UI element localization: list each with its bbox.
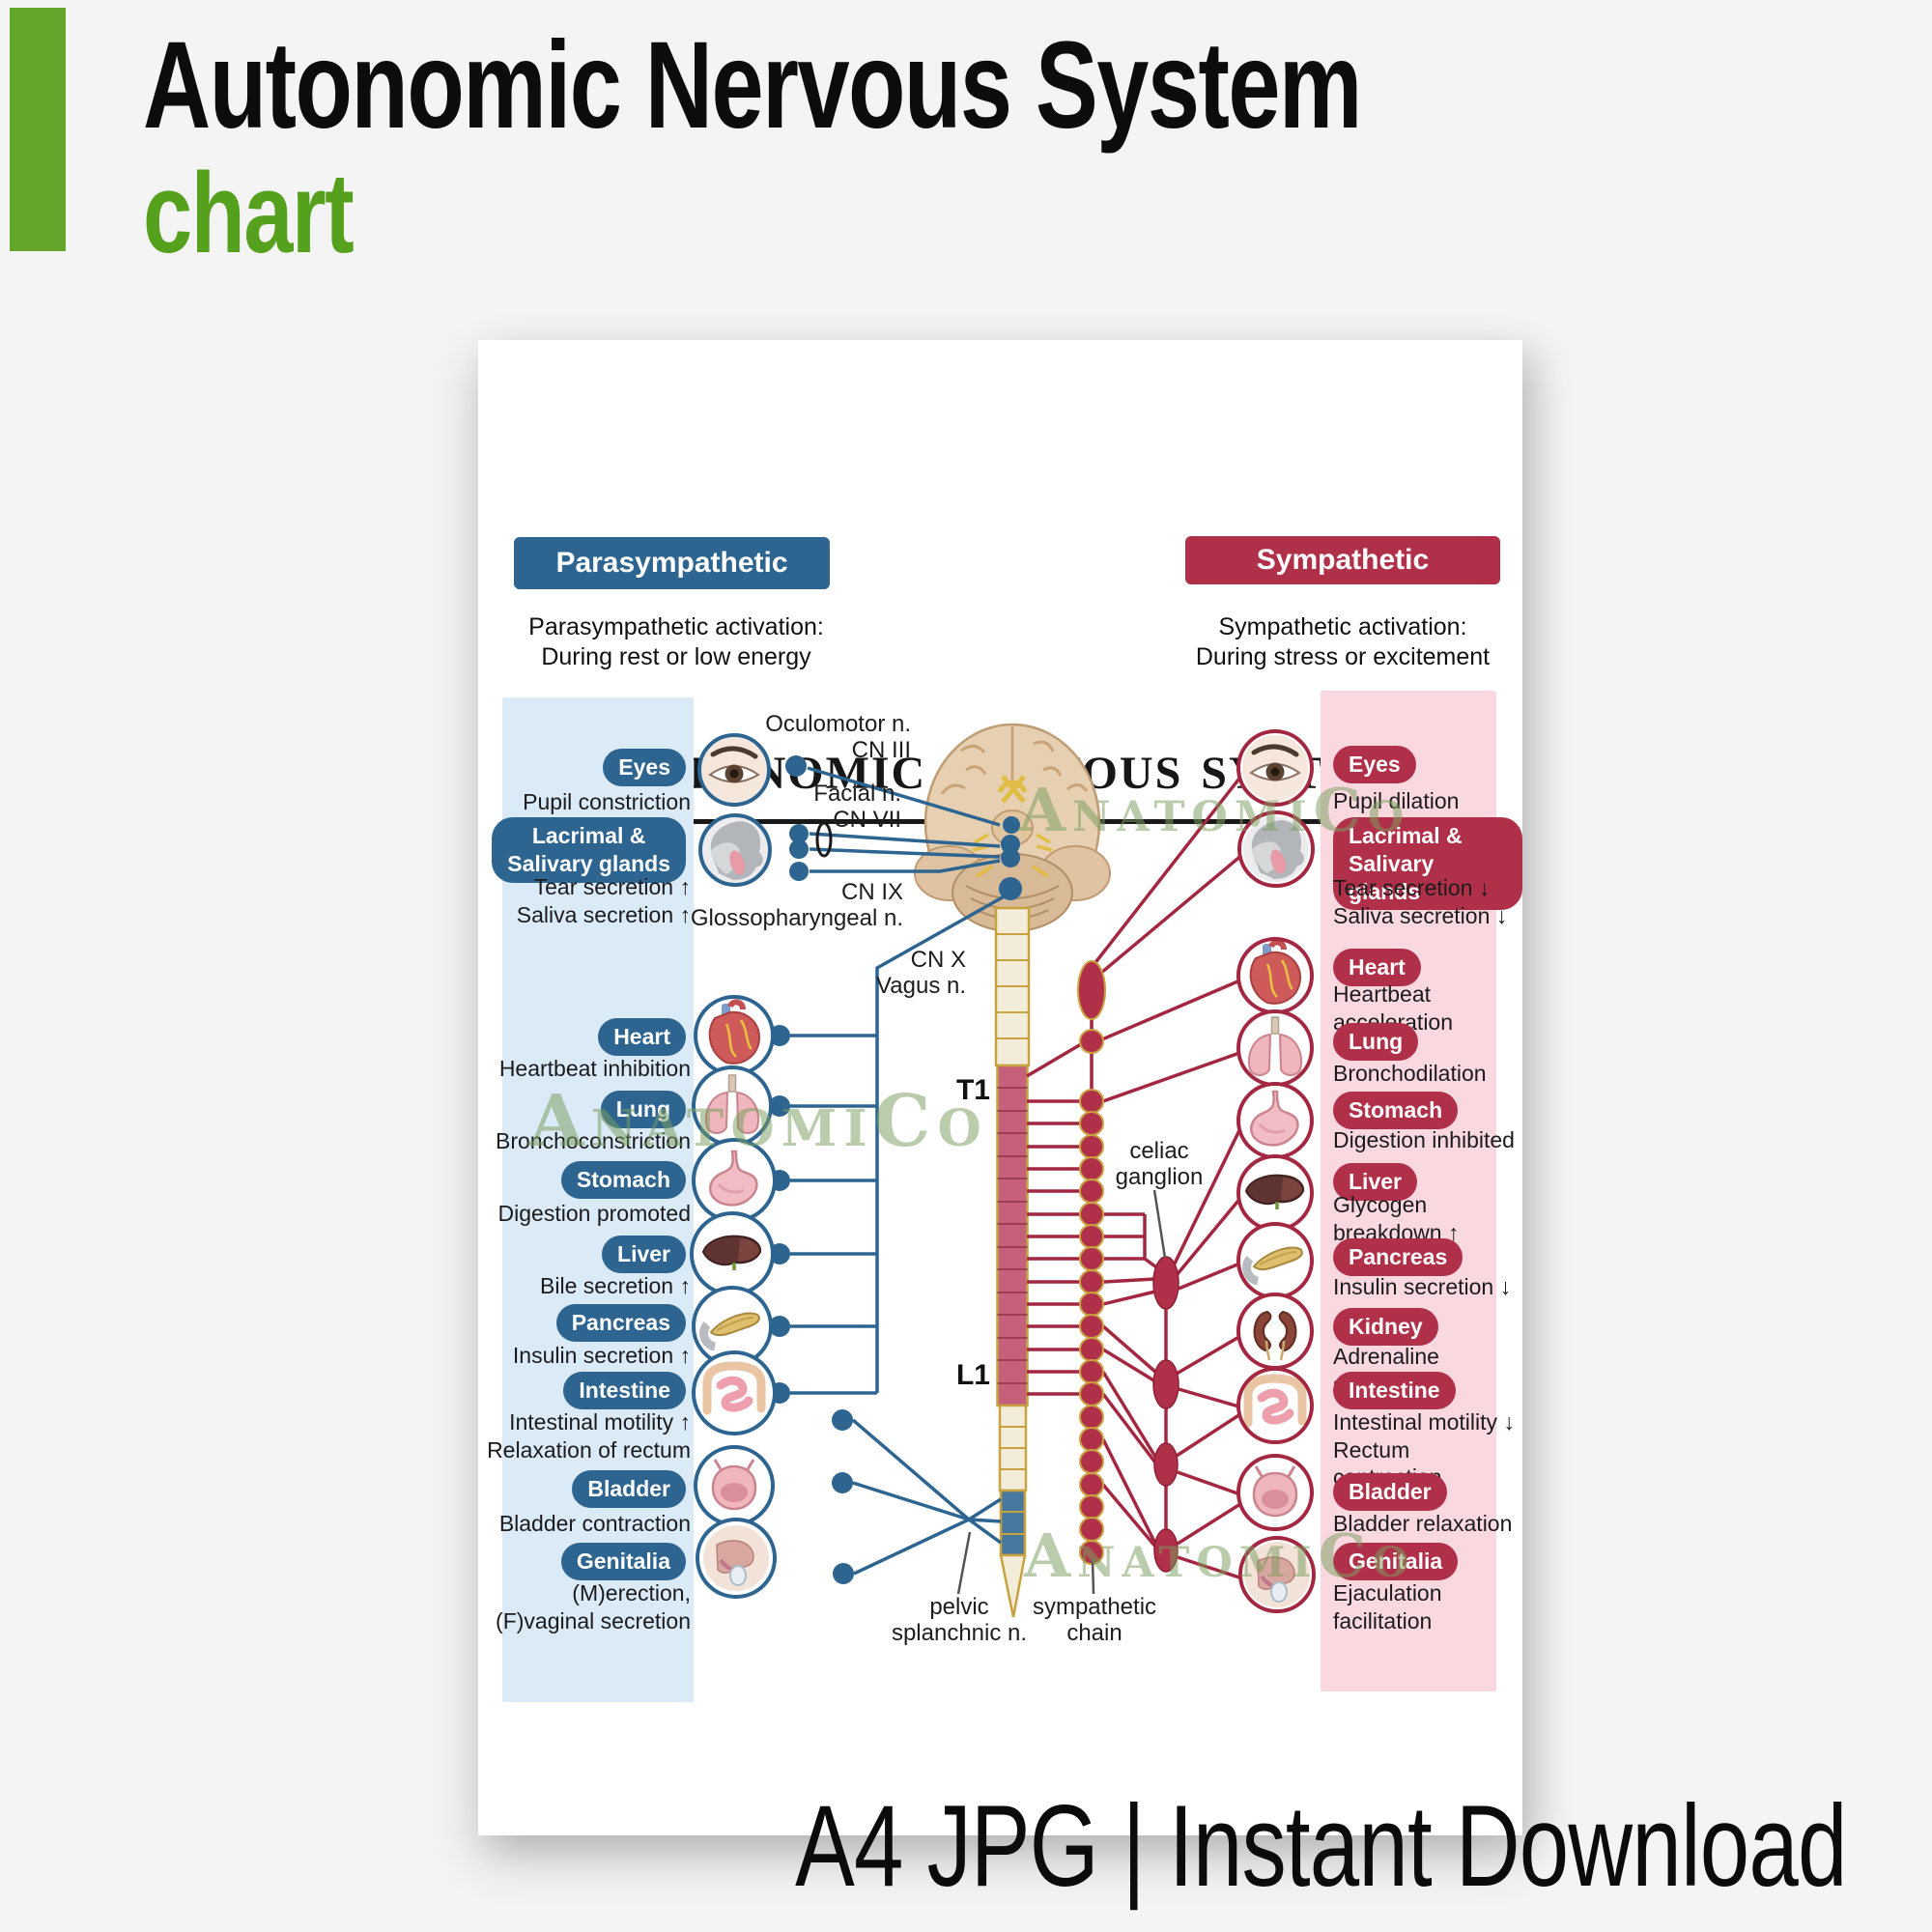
genitalia-icon	[1238, 1536, 1316, 1613]
organ-effect: Bladder relaxation	[1333, 1511, 1513, 1536]
prevertebral-ganglia-icon	[1152, 1256, 1179, 1573]
organ-badge-genitalia: Genitalia	[560, 1543, 686, 1580]
intestine-icon	[1236, 1367, 1314, 1444]
parasympathetic-activation-text: Parasympathetic activation: During rest …	[528, 613, 824, 670]
organ-badge-lacrimal: Lacrimal & Salivary glands	[1333, 817, 1522, 911]
watermark: AnatomiCo	[1019, 775, 1411, 845]
organ-badge-genitalia: Genitalia	[1333, 1543, 1459, 1580]
watermark: AnatomiCo	[528, 1080, 988, 1163]
organ-effect: (M)erection, (F)vaginal secretion	[496, 1580, 691, 1634]
stomach-icon	[1236, 1082, 1314, 1159]
organ-effect: Tear secretion ↑ Saliva secretion ↑	[516, 874, 691, 927]
sympathetic-header: Sympathetic	[1185, 536, 1500, 584]
organ-effect: Intestinal motility ↑ Relaxation of rect…	[487, 1409, 691, 1463]
organ-badge-eyes: Eyes	[603, 749, 686, 786]
pelvic-splanchnic-label: pelvic splanchnic n.	[891, 1594, 1028, 1647]
bladder-icon	[694, 1445, 775, 1526]
sympathetic-nerve-lines	[1026, 773, 1245, 1580]
organ-badge-lung: Lung	[600, 1091, 686, 1128]
footer-caption: A4 JPG | Instant Download	[795, 1781, 1848, 1911]
organ-badge-stomach: Stomach	[560, 1161, 686, 1199]
organ-badge-kidney: Kidney	[1333, 1308, 1438, 1346]
organ-effect: Tear secretion ↓ Saliva secretion ↓	[1333, 875, 1508, 928]
organ-effect: Ejaculation facilitation	[1333, 1580, 1442, 1634]
organ-effect: Pupil constriction	[523, 789, 691, 814]
kidney-icon	[1236, 1293, 1314, 1370]
ciliary-ganglion-symbol	[815, 821, 833, 858]
face-glands-icon	[698, 813, 772, 887]
liver-icon	[1236, 1154, 1314, 1232]
heart-icon	[1236, 937, 1314, 1014]
vagus-nerve-label: CN X Vagus n.	[876, 947, 966, 1000]
glossopharyngeal-nerve-label: CN IX Glossopharyngeal n.	[690, 879, 903, 932]
organ-effect: Insulin secretion ↑	[512, 1343, 691, 1368]
genitalia-icon	[696, 1518, 777, 1599]
organ-badge-lung: Lung	[1333, 1023, 1419, 1061]
liver-icon	[690, 1211, 775, 1296]
organ-effect: Pupil dilation	[1333, 788, 1460, 813]
sympathetic-activation-text: Sympathetic activation: During stress or…	[1195, 613, 1491, 670]
organ-badge-bladder: Bladder	[1333, 1473, 1447, 1511]
parasympathetic-header: Parasympathetic	[514, 537, 830, 589]
organ-badge-pancreas: Pancreas	[555, 1304, 686, 1342]
organ-effect: Bile secretion ↑	[540, 1273, 691, 1298]
organ-badge-eyes: Eyes	[1333, 746, 1416, 783]
organ-badge-pancreas: Pancreas	[1333, 1238, 1463, 1276]
intestine-icon	[692, 1350, 777, 1435]
page-title: Autonomic Nervous System	[143, 16, 1362, 155]
organ-badge-intestine: Intestine	[1333, 1372, 1456, 1409]
organ-effect: Bronchoconstriction	[496, 1128, 691, 1153]
organ-badge-heart: Heart	[598, 1018, 686, 1056]
parasympathetic-nodes	[769, 755, 1022, 1584]
organ-badge-bladder: Bladder	[572, 1470, 686, 1508]
organ-badge-lacrimal: Lacrimal & Salivary glands	[492, 817, 686, 883]
organ-effect: Digestion promoted	[497, 1201, 691, 1226]
organ-effect: Insulin secretion ↓	[1333, 1274, 1512, 1299]
bladder-icon	[1236, 1454, 1314, 1531]
organ-badge-stomach: Stomach	[1333, 1092, 1459, 1129]
lungs-icon	[1236, 1009, 1314, 1087]
organ-effect: Digestion inhibited	[1333, 1127, 1515, 1152]
organ-badge-liver: Liver	[602, 1236, 686, 1273]
pancreas-icon	[1236, 1222, 1314, 1299]
ans-diagram	[690, 723, 1316, 1618]
label-pointers	[956, 1189, 1167, 1595]
organ-effect: Bronchodilation	[1333, 1061, 1487, 1086]
accent-bar	[10, 8, 66, 251]
facial-nerve-label: Facial n. CN VII	[813, 781, 901, 834]
eye-icon	[1236, 729, 1314, 807]
parasympathetic-nerve-lines	[790, 766, 1009, 1576]
organ-effect: Heartbeat inhibition	[498, 1056, 691, 1081]
face-glands-icon	[1237, 810, 1315, 888]
sympathetic-organ-circles	[1236, 729, 1316, 1613]
watermark: AnatomiCo	[1024, 1520, 1416, 1591]
spine-level-l1: L1	[955, 1359, 990, 1391]
celiac-ganglion-label: celiac ganglion	[1115, 1138, 1204, 1191]
organ-effect: Heartbeat acceleration	[1333, 981, 1454, 1035]
heart-icon	[694, 995, 775, 1076]
organ-badge-heart: Heart	[1333, 949, 1421, 986]
eye-icon	[697, 733, 771, 807]
organ-badge-intestine: Intestine	[563, 1372, 686, 1409]
poster: Autonomic nervous system Parasympathetic…	[478, 340, 1522, 1835]
spine-level-t1: T1	[955, 1074, 990, 1106]
oculomotor-nerve-label: Oculomotor n. CN III	[765, 711, 911, 764]
spinal-cord-icon	[994, 906, 1031, 1618]
page-subtitle: chart	[143, 150, 355, 277]
organ-effect: Bladder contraction	[498, 1511, 691, 1536]
sympathetic-chain-label: sympathetic chain	[1032, 1594, 1157, 1647]
parasympathetic-organ-circles	[690, 733, 777, 1599]
sympathetic-chain-icon	[1077, 960, 1106, 1565]
organ-badge-liver: Liver	[1333, 1163, 1417, 1201]
